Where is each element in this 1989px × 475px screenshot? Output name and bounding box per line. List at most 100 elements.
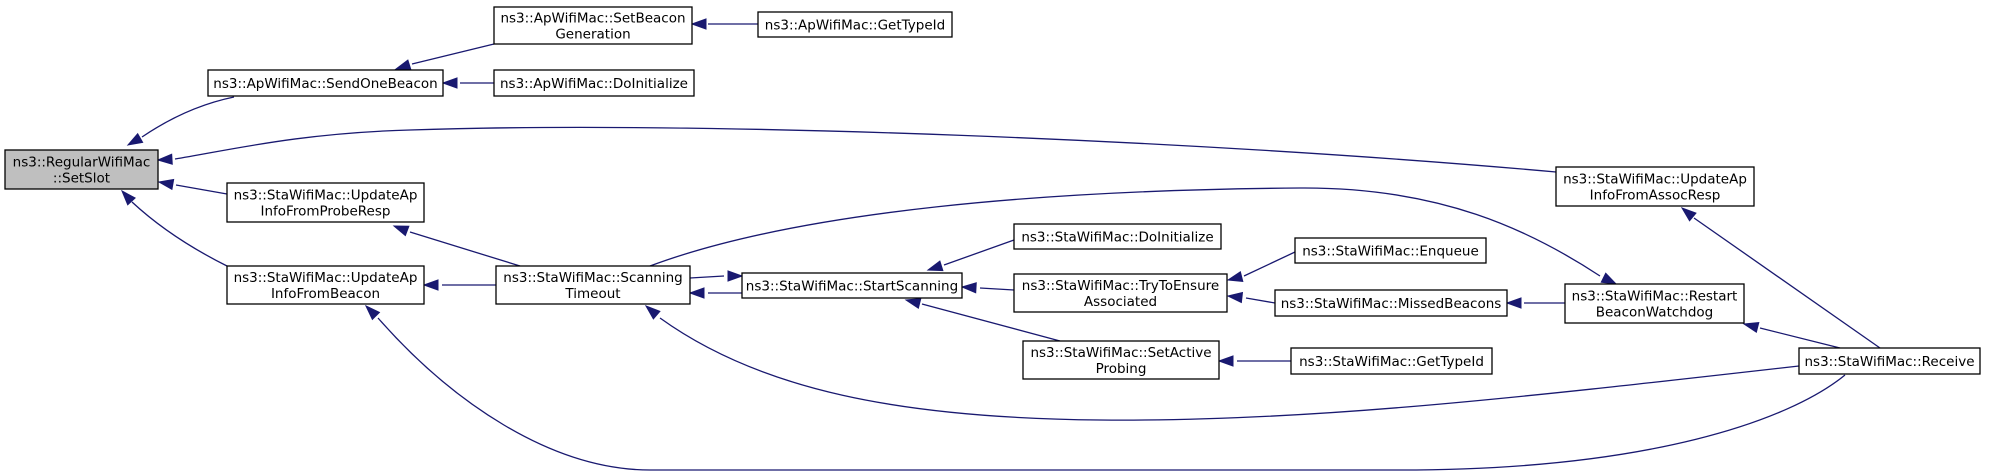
edge-ap_gettypeid-to-setbeacongeneration: [690, 18, 758, 30]
node-box[interactable]: [207, 69, 444, 97]
edge-scanningtimeout-to-updateap_beacon: [422, 279, 496, 291]
node-box[interactable]: [1022, 340, 1220, 380]
node-label: InfoFromBeacon: [271, 286, 380, 302]
edge-setactiveprobing-to-startscanning: [904, 297, 1061, 342]
node-label: ns3::ApWifiMac::SetBeacon: [500, 11, 685, 27]
node-label: ns3::StaWifiMac::MissedBeacons: [1281, 296, 1502, 312]
node-box[interactable]: [493, 69, 695, 97]
node-box[interactable]: [493, 6, 693, 45]
node-box[interactable]: [1555, 166, 1755, 207]
edge-receive-to-restartbeaconwatchdog: [1742, 321, 1841, 349]
node-ap_gettypeid[interactable]: ns3::ApWifiMac::GetTypeId: [757, 11, 953, 38]
edge-arrowhead: [960, 282, 977, 294]
node-label: Probing: [1096, 361, 1147, 377]
edge-line: [1759, 327, 1841, 349]
edge-updateap_proberesp-to-setslot: [157, 178, 228, 195]
edge-line: [174, 126, 1557, 173]
edge-line: [659, 317, 1800, 421]
edge-arrowhead: [156, 153, 173, 165]
node-setslot: ns3::RegularWifiMac::SetSlot: [4, 149, 159, 190]
node-label: Associated: [1084, 294, 1157, 310]
edge-trytoensure-to-startscanning: [960, 282, 1015, 294]
edge-arrowhead: [1226, 270, 1244, 283]
edge-enqueue-to-trytoensure: [1226, 251, 1296, 283]
node-box[interactable]: [757, 11, 953, 38]
node-label: ns3::StaWifiMac::Receive: [1804, 354, 1974, 370]
edge-arrowhead: [1600, 272, 1618, 285]
node-sta_doinitialize[interactable]: ns3::StaWifiMac::DoInitialize: [1013, 223, 1222, 250]
edge-line: [131, 201, 228, 267]
edges-layer: [120, 18, 1881, 471]
edge-line: [1245, 297, 1276, 304]
edge-line: [141, 96, 235, 138]
edge-line: [411, 43, 495, 65]
node-missedbeacons[interactable]: ns3::StaWifiMac::MissedBeacons: [1274, 289, 1508, 317]
node-receive[interactable]: ns3::StaWifiMac::Receive: [1798, 347, 1981, 375]
node-label: ns3::StaWifiMac::SetActive: [1030, 345, 1211, 361]
edge-receive-to-scanningtimeout: [644, 305, 1800, 421]
node-sta_gettypeid[interactable]: ns3::StaWifiMac::GetTypeId: [1290, 347, 1493, 375]
node-box[interactable]: [1274, 289, 1508, 317]
edge-scanningtimeout-to-restartbeaconwatchdog: [649, 187, 1618, 285]
node-box[interactable]: [1013, 223, 1222, 250]
edge-arrowhead: [441, 77, 458, 89]
node-label: ns3::StaWifiMac::Enqueue: [1302, 244, 1479, 260]
edge-line: [1243, 251, 1296, 277]
edge-restartbeaconwatchdog-to-missedbeacons: [1505, 297, 1565, 309]
node-updateap_proberesp[interactable]: ns3::StaWifiMac::UpdateApInfoFromProbeRe…: [226, 182, 425, 223]
edge-startscanning-to-scanningtimeout: [688, 287, 742, 299]
node-label: ns3::StaWifiMac::UpdateAp: [234, 188, 418, 204]
node-label: ns3::RegularWifiMac: [13, 155, 151, 171]
edge-scanningtimeout-to-startscanning: [689, 270, 744, 282]
node-label: ns3::StaWifiMac::GetTypeId: [1299, 354, 1484, 370]
edge-line: [921, 303, 1061, 342]
node-box[interactable]: [226, 182, 425, 223]
edge-sta_doinitialize-to-startscanning: [926, 239, 1015, 272]
node-box[interactable]: [1564, 283, 1745, 324]
node-label: ns3::StaWifiMac::TryToEnsure: [1022, 278, 1219, 294]
edge-arrowhead: [688, 287, 705, 299]
node-label: ns3::StaWifiMac::UpdateAp: [1563, 172, 1747, 188]
edge-line: [689, 275, 725, 279]
node-box[interactable]: [1290, 347, 1493, 375]
node-updateap_assocresp[interactable]: ns3::StaWifiMac::UpdateApInfoFromAssocRe…: [1555, 166, 1755, 207]
node-sendonebeacon[interactable]: ns3::ApWifiMac::SendOneBeacon: [207, 69, 444, 97]
edge-line: [1693, 217, 1881, 349]
edge-arrowhead: [1680, 207, 1697, 222]
edge-arrowhead: [364, 304, 381, 321]
edge-arrowhead: [126, 132, 144, 146]
node-box[interactable]: [1294, 237, 1487, 264]
node-startscanning[interactable]: ns3::StaWifiMac::StartScanning: [741, 272, 963, 299]
edge-sendonebeacon-to-setslot: [126, 96, 235, 146]
node-ap_doinitialize[interactable]: ns3::ApWifiMac::DoInitialize: [493, 69, 695, 97]
edge-line: [377, 317, 1846, 471]
edge-arrowhead: [644, 305, 661, 320]
node-box[interactable]: [226, 265, 425, 305]
node-enqueue[interactable]: ns3::StaWifiMac::Enqueue: [1294, 237, 1487, 264]
edge-arrowhead: [1742, 321, 1760, 334]
edge-line: [979, 287, 1015, 291]
node-label: ns3::StaWifiMac::Scanning: [503, 270, 682, 286]
edge-line: [409, 231, 521, 267]
node-box: [4, 149, 159, 190]
edge-missedbeacons-to-trytoensure: [1226, 291, 1276, 304]
edge-line: [943, 239, 1015, 266]
node-box[interactable]: [741, 272, 963, 299]
edge-line: [649, 187, 1601, 277]
node-box[interactable]: [1798, 347, 1981, 375]
node-label: Timeout: [564, 286, 620, 302]
edge-arrowhead: [1226, 291, 1244, 304]
edge-receive-to-updateap_beacon: [364, 304, 1846, 471]
node-label: ::SetSlot: [53, 171, 110, 187]
edge-arrowhead: [1505, 297, 1522, 309]
node-label: BeaconWatchdog: [1596, 305, 1714, 321]
node-box[interactable]: [495, 265, 691, 305]
node-box[interactable]: [1013, 273, 1228, 313]
edge-arrowhead: [422, 279, 439, 291]
